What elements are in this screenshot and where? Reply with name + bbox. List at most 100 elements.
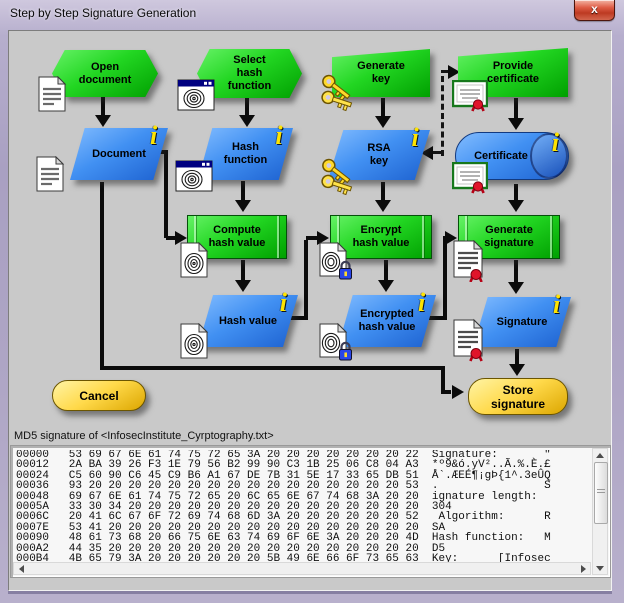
dashed-connector [441, 70, 449, 73]
node-hash-value-label: Hash value [218, 314, 278, 327]
arrow-head-icon [175, 231, 187, 245]
arrow-segment [100, 366, 445, 370]
node-provide-certificate-label: Provide certificate [487, 59, 539, 85]
node-generate-key-label: Generate key [357, 60, 405, 85]
arrow-segment [100, 182, 104, 370]
scroll-right-button[interactable] [576, 563, 590, 574]
info-icon: i [275, 121, 283, 150]
arrow-head-icon [235, 200, 251, 212]
node-signature-shape [473, 297, 571, 347]
store-signature-button-shape [468, 378, 568, 415]
signed-doc-icon [452, 239, 486, 283]
node-hash-function-label: Hash function [223, 141, 268, 166]
node-encrypt-hash-value-label: Encrypt hash value [352, 224, 410, 249]
keys-icon [320, 158, 358, 198]
hexdump-panel: 00000 53 69 67 6E 61 74 75 72 65 3A 20 2… [10, 445, 611, 578]
scroll-left-button[interactable] [14, 563, 28, 574]
hexdump-row: 00090 48 61 73 68 20 66 75 6E 63 74 69 6… [16, 532, 551, 545]
node-generate-signature-label: Generate signature [484, 224, 534, 249]
fingerprint-window-icon [177, 79, 215, 111]
node-open-document[interactable]: Open document [52, 50, 158, 97]
arrow-head-icon [239, 115, 255, 127]
hexdump-row: 00000 53 69 67 6E 61 74 75 72 65 3A 20 2… [16, 450, 551, 461]
arrow-head-icon [509, 364, 525, 376]
vertical-scrollbar[interactable] [592, 448, 608, 575]
arrow-head-icon [235, 280, 251, 292]
hexdump-row: 0005A 33 30 34 20 20 20 20 20 20 20 20 2… [16, 501, 452, 514]
cylinder-cap [530, 133, 568, 179]
arrow-head-icon [508, 200, 524, 212]
hexdump-row: 00048 69 67 6E 61 74 75 72 65 20 6C 65 6… [16, 490, 538, 503]
signed-doc-icon [452, 318, 486, 362]
certificate-icon [451, 79, 489, 112]
title-bar: Step by Step Signature Generation x [0, 0, 624, 30]
arrow-segment [514, 260, 518, 284]
node-encrypted-hash-value-label: Encrypted hash value [358, 308, 416, 333]
hexdump-row: 0007E 53 41 20 20 20 20 20 20 20 20 20 2… [16, 521, 446, 534]
arrow-segment [241, 260, 245, 282]
hexdump-row: 00024 C5 60 90 C6 45 C9 B6 A1 67 DE 7B 3… [16, 469, 551, 482]
dashed-connector [441, 76, 444, 156]
arrow-segment [381, 182, 385, 203]
hexdump-text[interactable]: 00000 53 69 67 6E 61 74 75 72 65 3A 20 2… [16, 450, 591, 564]
fingerprint-doc-lock-icon [318, 322, 352, 361]
arrow-segment [441, 390, 451, 394]
cancel-button-label: Cancel [79, 388, 119, 403]
node-open-document-label: Open document [78, 60, 132, 86]
keys-icon [320, 74, 358, 114]
arrow-left-icon [18, 564, 24, 573]
arrow-head-icon [375, 200, 391, 212]
node-rsa-key-label: RSA key [367, 142, 391, 167]
store-signature-button[interactable]: Store signature [468, 378, 568, 415]
node-compute-hash-value-label: Compute hash value [208, 224, 266, 249]
close-button[interactable]: x [574, 0, 615, 21]
hexdump-row: 00036 93 20 20 20 20 20 20 20 20 20 20 2… [16, 480, 551, 493]
arrow-segment [164, 150, 168, 238]
arrow-segment [443, 240, 447, 320]
node-select-hash-function-label: Select hash function [227, 54, 272, 92]
info-icon: i [279, 288, 287, 317]
vertical-scroll-thumb[interactable] [594, 462, 608, 524]
cancel-button[interactable]: Cancel [52, 380, 146, 411]
certificate-icon [451, 161, 489, 194]
arrow-head-icon [317, 231, 329, 245]
node-hash-function-shape [198, 128, 293, 180]
fingerprint-doc-lock-icon [318, 241, 352, 280]
arrow-segment [245, 97, 249, 117]
horizontal-scrollbar[interactable] [13, 562, 591, 575]
node-generate-key-shape [332, 49, 430, 97]
hexdump-row: 000B4 4B 65 79 3A 20 20 20 20 20 20 5B 4… [16, 553, 551, 564]
arrow-down-icon [596, 565, 604, 571]
node-generate-key[interactable]: Generate key [332, 49, 430, 97]
node-encrypt-hash-value[interactable]: Encrypt hash value [330, 215, 432, 259]
node-encrypt-hash-value-shape [330, 215, 432, 259]
fingerprint-doc-icon [179, 241, 209, 278]
node-signature-label: Signature [496, 315, 548, 328]
store-signature-button-label: Store signature [490, 382, 545, 411]
arrow-segment [304, 240, 308, 320]
node-open-document-shape [52, 50, 158, 97]
arrow-head-icon [375, 116, 391, 128]
window-bottom-edge [8, 591, 612, 594]
scroll-up-button[interactable] [593, 449, 607, 461]
node-provide-certificate[interactable]: Provide certificate [458, 48, 568, 97]
arrow-head-icon [452, 385, 464, 399]
cancel-button-shape [52, 380, 146, 411]
arrow-segment [514, 98, 518, 120]
scroll-down-button[interactable] [593, 562, 607, 574]
document-icon [35, 155, 65, 192]
node-hash-function[interactable]: Hash function i [198, 123, 293, 180]
node-rsa-key[interactable]: RSA key i [328, 125, 430, 180]
node-encrypted-hash-value-shape [338, 295, 436, 347]
arrow-up-icon [596, 452, 604, 458]
arrow-segment [381, 98, 385, 118]
arrow-head-icon [95, 115, 111, 127]
info-icon: i [411, 123, 419, 152]
arrow-segment [166, 236, 176, 240]
arrow-head-icon [508, 118, 524, 130]
